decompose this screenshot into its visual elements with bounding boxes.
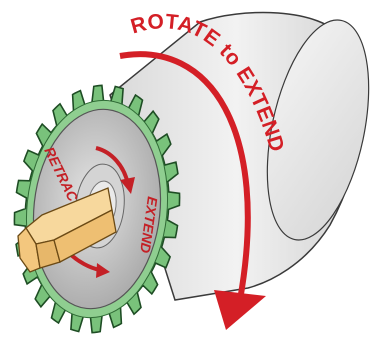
rotation-arrow-head [214, 290, 266, 330]
